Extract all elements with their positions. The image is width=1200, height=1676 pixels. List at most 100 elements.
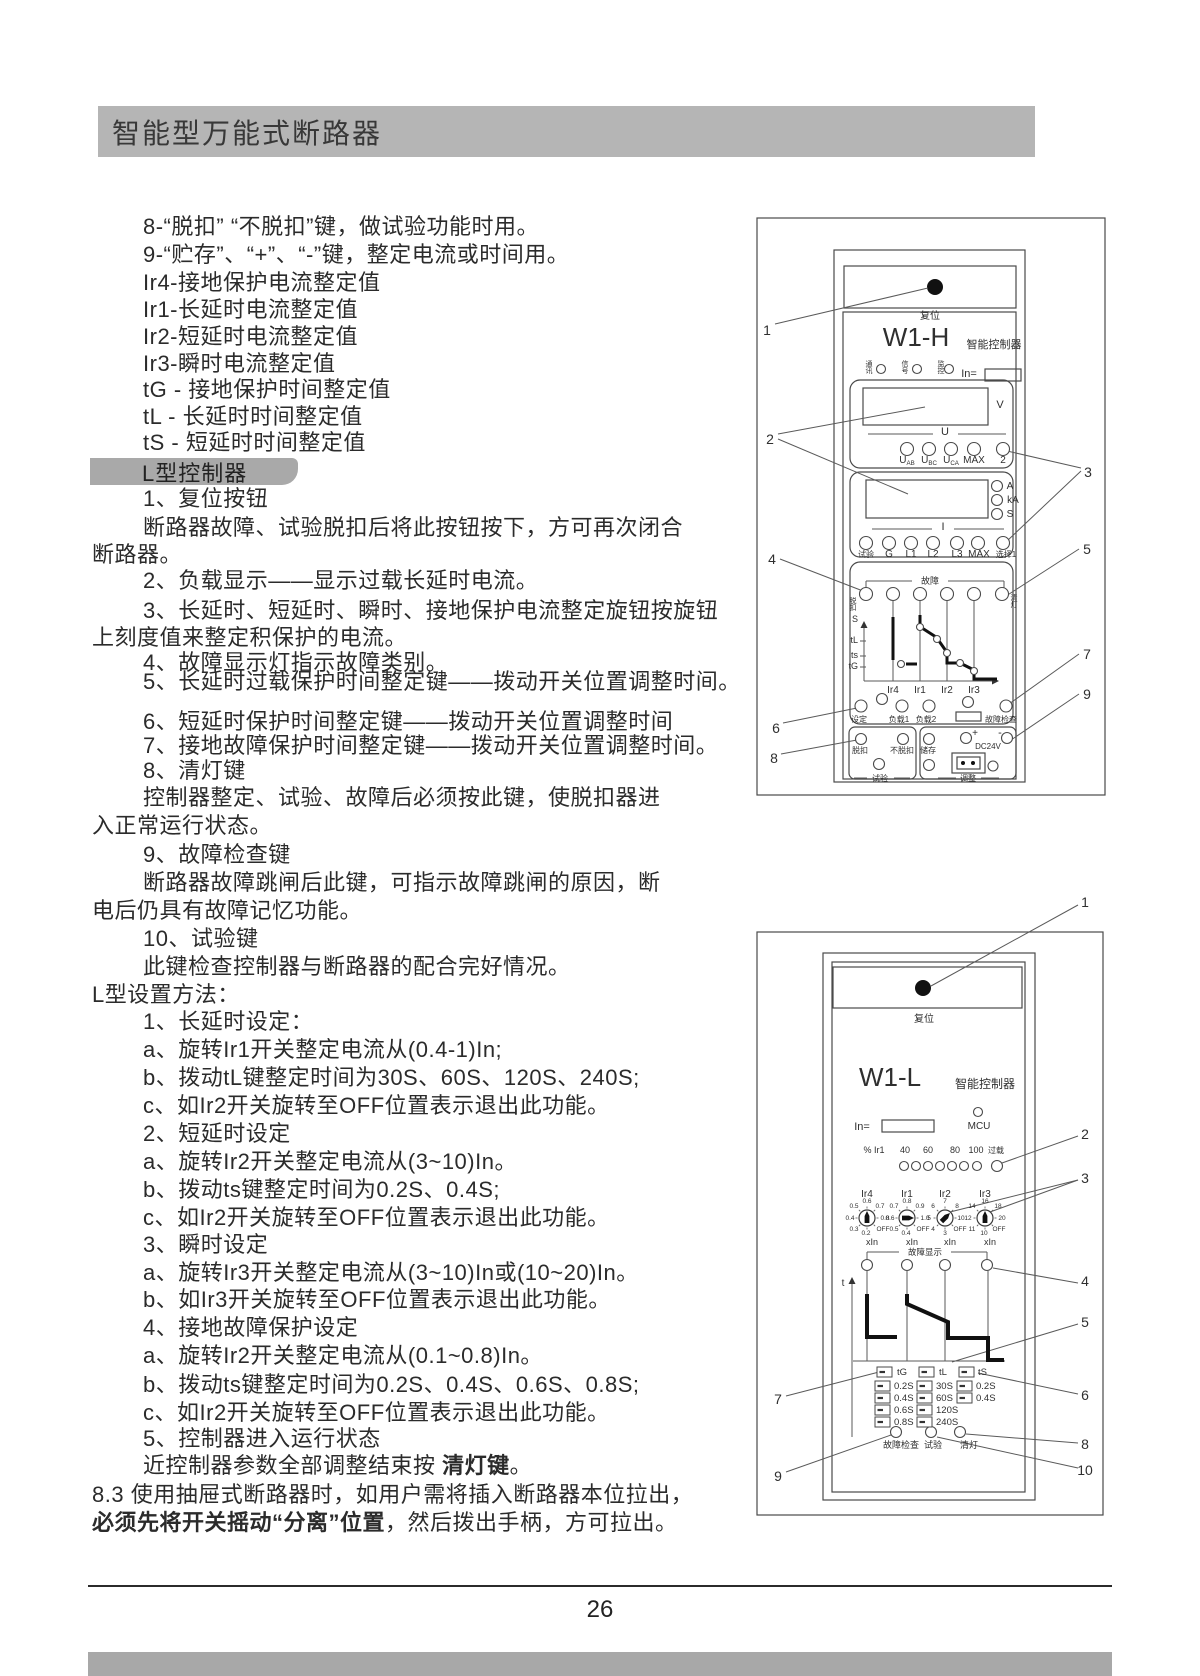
indicator-circle [922, 1160, 934, 1172]
controller-outline [833, 249, 1026, 783]
dial-tick [936, 1209, 939, 1212]
figure-label: 60S [936, 1393, 953, 1404]
page-number: 26 [586, 1596, 614, 1623]
figure-label: 负载2 [916, 714, 937, 724]
dial-tick [951, 1224, 954, 1227]
callout-9: 9 [1083, 686, 1091, 702]
leader-5 [951, 1323, 1079, 1363]
controller-outline [822, 952, 1036, 1501]
text-line: Ir1-长延时电流整定值 [143, 297, 359, 322]
figure-label: xIn [984, 1237, 996, 1247]
text-line: b、拨动ts键整定时间为0.2S、0.4S、0.6S、0.8S; [143, 1372, 640, 1397]
fault-panel [849, 561, 1014, 725]
dip-switch [874, 1392, 891, 1404]
text-line: 4、接地故障保护设定 [143, 1315, 359, 1340]
indicator-circle [899, 441, 915, 457]
dip-switch [956, 1392, 973, 1404]
figure-label: Ir3 [968, 685, 980, 696]
indicator-circle [995, 535, 1011, 551]
dial-tick [991, 1224, 994, 1227]
figure-label: Ir3 [979, 1189, 991, 1200]
leader-7 [785, 1371, 880, 1397]
controller-type-label: 智能控制器 [955, 1076, 1015, 1091]
figure-label: 脱扣 [852, 745, 868, 755]
figure-label: 负载1 [889, 714, 910, 724]
callout-3: 3 [1084, 464, 1092, 480]
clear-lamp-led [953, 1425, 967, 1439]
leader-1 [930, 904, 1079, 987]
figure-label: 40 [900, 1145, 910, 1155]
indicator-circle [990, 479, 1004, 493]
figure-label: UAB [899, 455, 915, 467]
text-line: 4、故障显示灯指示故障类别。 [143, 650, 449, 675]
figure-label: 0.8 [902, 1198, 911, 1205]
reset-label: 复位 [914, 1012, 934, 1025]
figure-label: 试验 [858, 549, 874, 559]
dial-tick [858, 1224, 861, 1227]
callout-2: 2 [1081, 1126, 1089, 1142]
text-line: tL - 长延时时间整定值 [143, 404, 363, 429]
connector [951, 752, 986, 774]
figure-label: Ir1 [914, 685, 926, 696]
figure-label: V [996, 399, 1004, 411]
indicator-circle [922, 732, 936, 746]
callout-6: 6 [772, 720, 780, 736]
figure-label: 0.4 [845, 1215, 854, 1222]
header-banner: 智能型万能式断路器 [98, 106, 1035, 157]
figure-label: 故障 [921, 575, 939, 586]
figure-label: Ir4 [861, 1189, 873, 1200]
dip-switch [956, 1380, 973, 1392]
dial-pointer [982, 1211, 988, 1223]
leader-6 [977, 1372, 1079, 1395]
figure-label: I [941, 521, 944, 533]
figure-label: t [842, 1278, 845, 1289]
axis-arrow [860, 621, 868, 628]
figure-label: MAX [963, 455, 985, 466]
indicator-circle [949, 535, 965, 551]
callout-8: 8 [770, 750, 778, 766]
leader-4 [992, 1267, 1079, 1284]
indicator-circle [872, 757, 886, 771]
figure-shape [899, 1246, 951, 1257]
text-line: 9-“贮存”、“+”、“-”键，整定电流或时间用。 [143, 242, 570, 267]
indicator-circle [900, 1258, 914, 1272]
voltage-panel [849, 379, 1014, 469]
text-line: 3、瞬时设定 [143, 1232, 269, 1257]
dip-switch [916, 1380, 933, 1392]
indicator-circle [922, 758, 936, 772]
figure-label: 脱扣 [850, 596, 857, 612]
text-line: tS - 短延时时间整定值 [143, 430, 366, 455]
text-line: a、旋转Ir1开关整定电流从(0.4-1)In; [143, 1037, 503, 1062]
reset-button-dot [915, 980, 931, 996]
dial-ir1 [895, 1206, 919, 1230]
figure-label: 18 [994, 1203, 1002, 1210]
text-line: a、旋转Ir3开关整定电流从(3~10)In或(10~20)In。 [143, 1260, 639, 1285]
mcu-led [972, 1106, 984, 1118]
in-value-box [881, 1119, 935, 1133]
leader-1 [774, 287, 929, 325]
figure-label: % Ir1 [863, 1145, 884, 1155]
leader-3a [989, 1179, 1079, 1213]
indicator-circle [875, 692, 889, 706]
text-line: 9、故障检查键 [143, 842, 291, 867]
dial-pointer [939, 1213, 950, 1224]
leader-10 [936, 1436, 1079, 1469]
footer-divider [88, 1585, 1112, 1587]
figure-label: 试验 [872, 773, 888, 783]
dip-switch [918, 1366, 935, 1378]
dial-tick [873, 1209, 876, 1212]
dial-pointer [902, 1215, 914, 1221]
figure-label: 3 [943, 1230, 947, 1237]
figure-label: S [1007, 509, 1014, 520]
text-line: 近控制器参数全部调整结束按 清灯键。 [143, 1453, 533, 1478]
text-line: Ir4-接地保护电流整定值 [143, 270, 381, 295]
connector-inner [956, 756, 981, 770]
figure-label: OFF [877, 1226, 890, 1233]
indicator-circle [854, 732, 868, 746]
figure-label: 监控 [938, 359, 945, 375]
figure-label: In= [961, 368, 977, 380]
indicator-circle [934, 1160, 946, 1172]
indicator-circle [910, 1160, 922, 1172]
indicator-circle [881, 535, 897, 551]
